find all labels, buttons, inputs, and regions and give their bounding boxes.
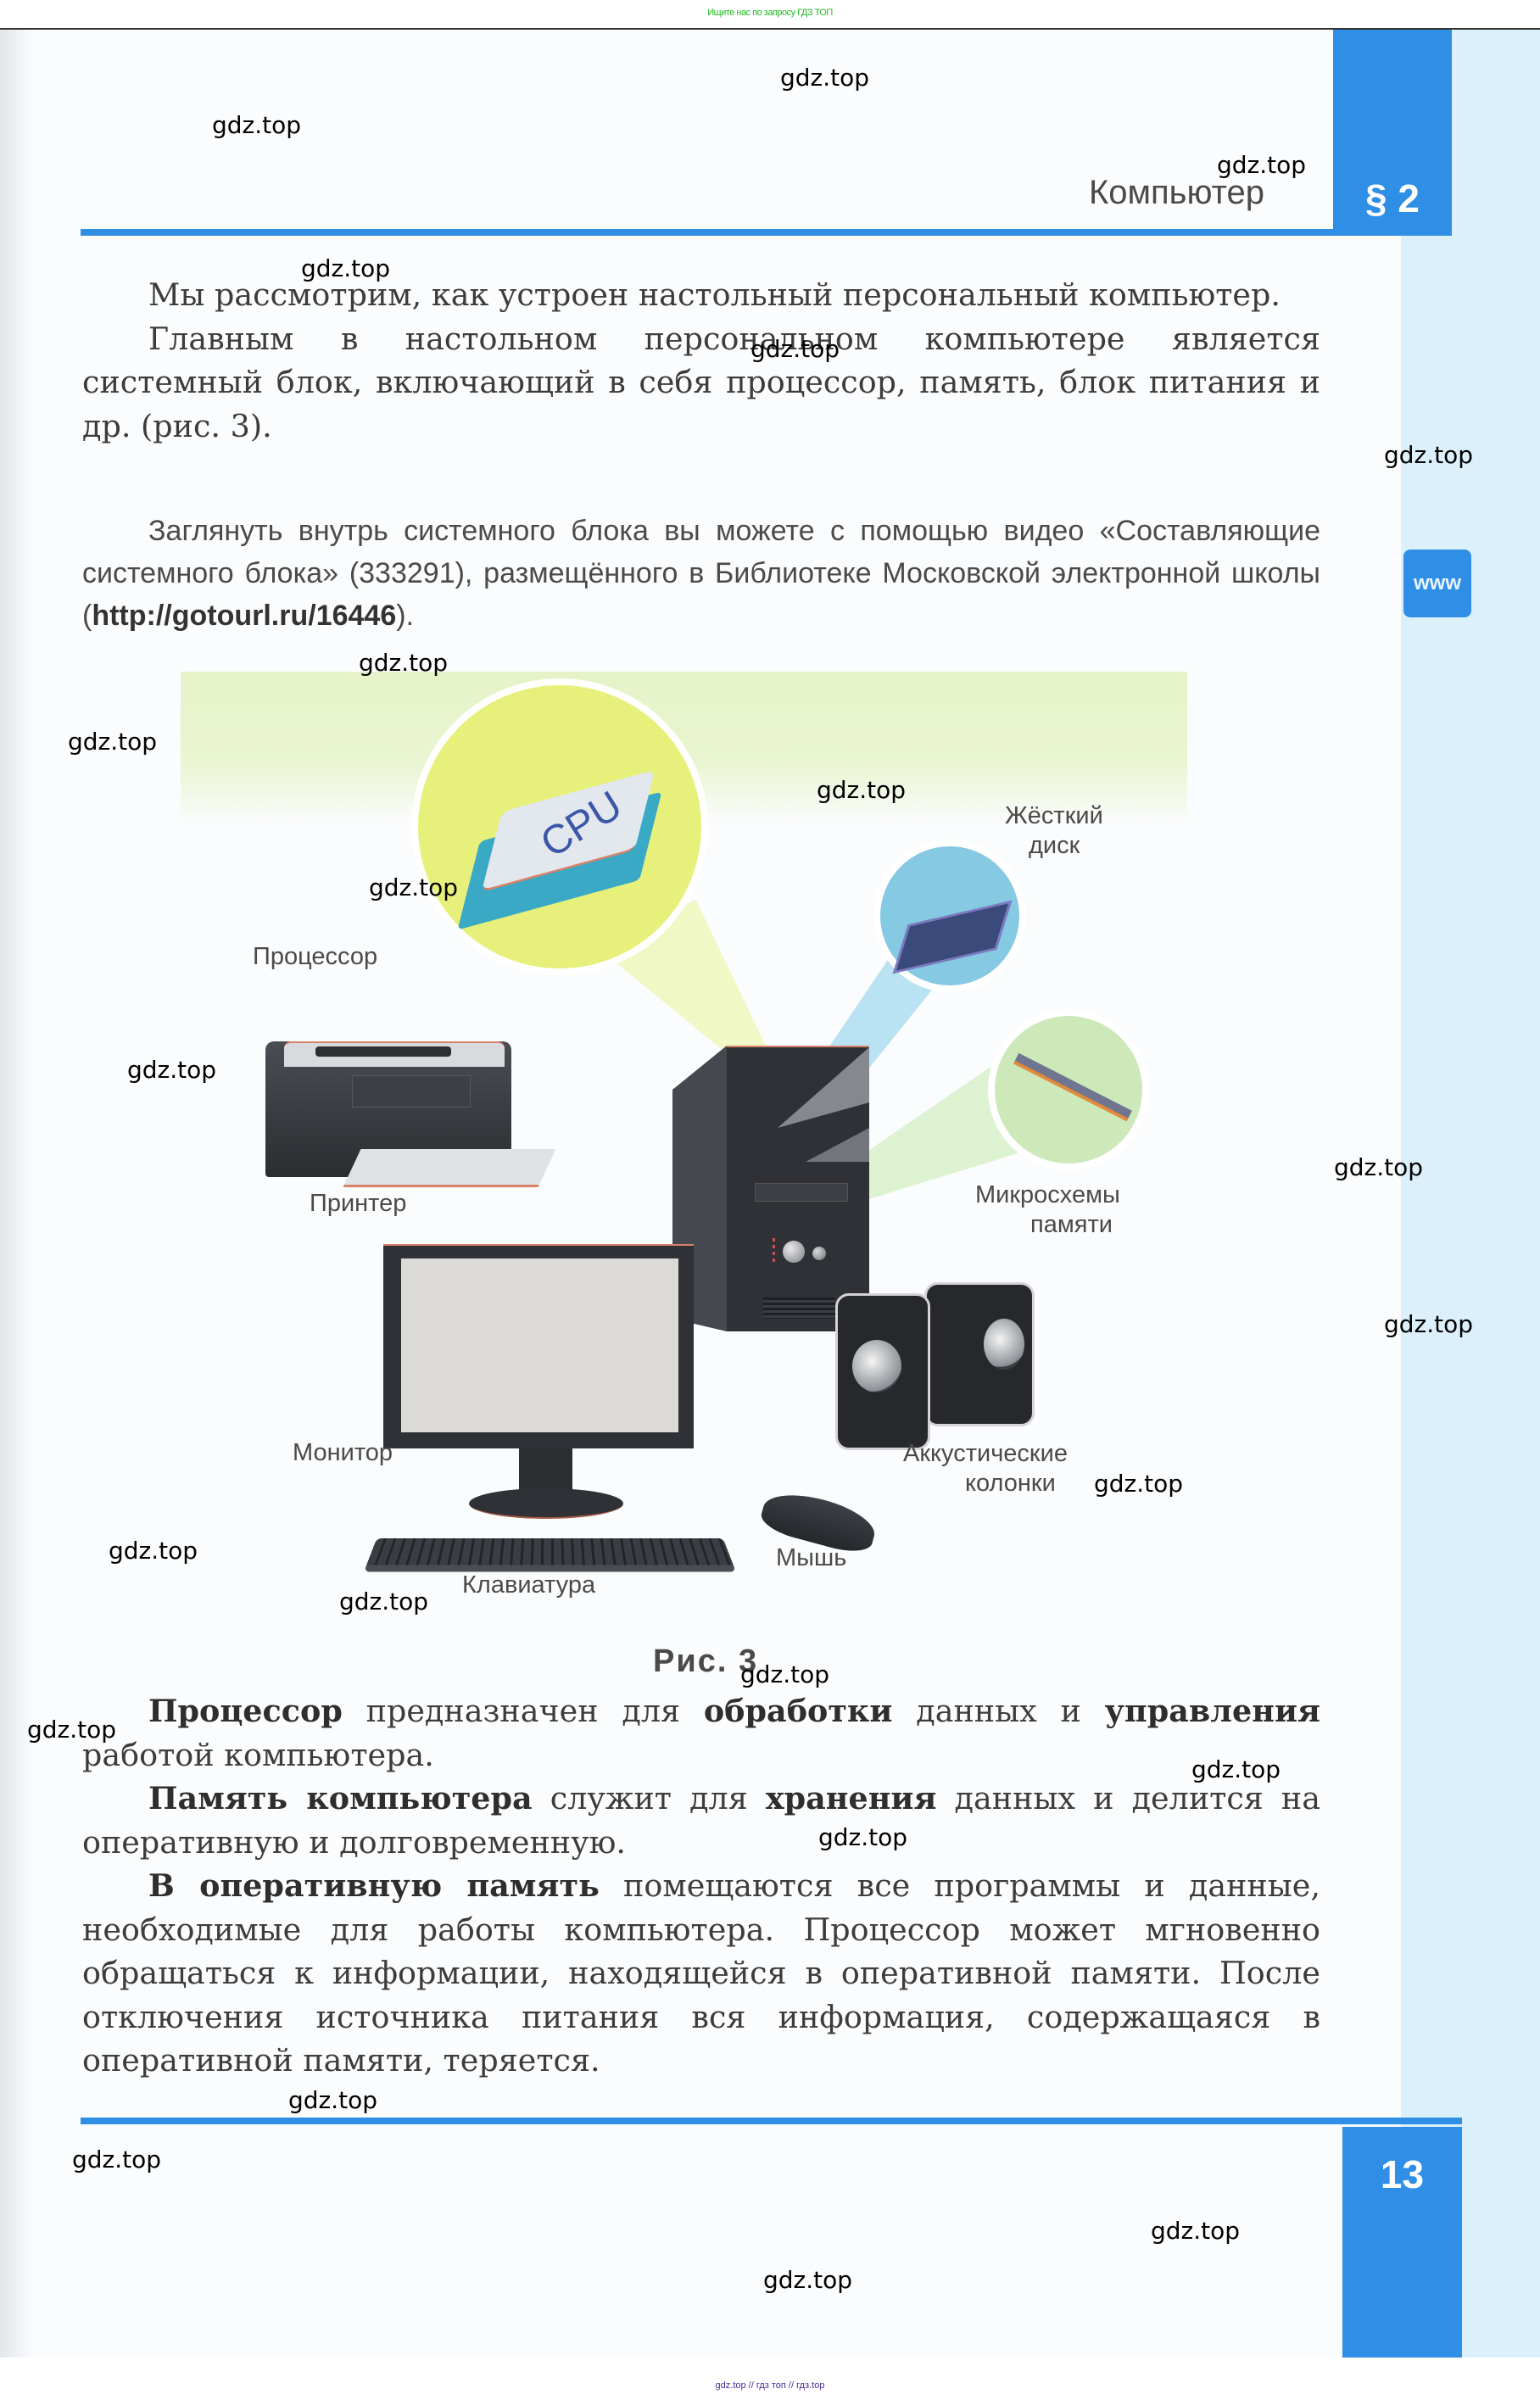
speaker-cone — [984, 1319, 1024, 1370]
watermark-text: gdz.top — [109, 1537, 198, 1565]
page-gutter-shadow — [0, 30, 34, 2358]
body-paragraph-memory: Память компьютера служит для хранения да… — [82, 1780, 1320, 1861]
label-keyboard: Клавиатура — [462, 1571, 596, 1599]
section-tab — [1333, 30, 1452, 236]
label-speakers-2: колонки — [965, 1470, 1056, 1497]
watermark-text: gdz.top — [780, 64, 870, 92]
watermark-text: gdz.top — [1151, 2217, 1241, 2245]
watermark-text: gdz.top — [369, 873, 459, 901]
watermark-text: gdz.top — [1094, 1470, 1184, 1498]
header-rule — [81, 229, 1452, 236]
keyboard-icon — [364, 1537, 736, 1572]
figure-caption: Рис. 3 — [653, 1643, 759, 1679]
monitor-screen — [401, 1258, 678, 1432]
watermark-text: gdz.top — [72, 2146, 162, 2174]
bottom-banner — [0, 2358, 1540, 2394]
body-paragraph-processor: Процессор предназначен для обработки дан… — [82, 1693, 1320, 1773]
watermark-text: gdz.top — [763, 2266, 853, 2294]
speaker-cone — [852, 1340, 901, 1392]
system-unit-side — [672, 1046, 869, 1331]
chapter-title: Компьютер — [1088, 174, 1264, 211]
watermark-text: gdz.top — [740, 1660, 830, 1688]
watermark-text: gdz.top — [817, 776, 907, 804]
top-banner: Ищите нас по запросу ГДЗ ТОП — [0, 0, 1540, 28]
watermark-text: gdz.top — [68, 728, 158, 756]
video-note: Заглянуть внутрь системного блока вы мож… — [82, 510, 1320, 637]
watermark-text: gdz.top — [818, 1823, 908, 1851]
bottom-banner-text: gdz.top // гдз топ // гдз.top — [715, 2380, 825, 2391]
watermark-text: gdz.top — [1384, 1310, 1474, 1338]
body-text: Процессор предназначен для обработки дан… — [82, 1689, 1320, 2083]
monitor-base — [469, 1488, 623, 1519]
label-cpu: Процессор — [253, 943, 378, 970]
page-number-tab — [1342, 2127, 1462, 2358]
watermark-text: gdz.top — [1384, 441, 1474, 469]
watermark-text: gdz.top — [339, 1588, 429, 1616]
watermark-text: gdz.top — [750, 335, 840, 363]
printer-door — [352, 1075, 471, 1108]
intro-text: Мы рассмотрим, как устроен настольный пе… — [82, 273, 1320, 448]
section-number: § 2 — [1365, 176, 1420, 220]
tower-vent — [763, 1297, 835, 1319]
watermark-text: gdz.top — [288, 2086, 378, 2114]
label-mouse: Мышь — [776, 1544, 847, 1571]
www-icon: www — [1403, 550, 1471, 617]
watermark-text: gdz.top — [1217, 151, 1307, 179]
footer-rule — [81, 2118, 1462, 2124]
body-paragraph-ram: В оперативную память помещаются все прог… — [82, 1867, 1320, 2079]
label-hdd-1: Жёсткий — [1005, 802, 1103, 829]
top-banner-text: Ищите нас по запросу ГДЗ ТОП — [707, 8, 833, 18]
power-button-icon — [783, 1241, 805, 1263]
textbook-page: § 2 Компьютер www Мы рассмотрим, как уст… — [0, 30, 1540, 2358]
intro-paragraph-1: Мы рассмотрим, как устроен настольный пе… — [148, 276, 1281, 313]
label-monitor: Монитор — [293, 1439, 393, 1466]
label-speakers-1: Аккустические — [903, 1440, 1068, 1467]
watermark-text: gdz.top — [212, 111, 302, 139]
printer-slot — [315, 1046, 451, 1057]
page-number: 13 — [1380, 2152, 1425, 2196]
watermark-text: gdz.top — [27, 1716, 117, 1744]
watermark-text: gdz.top — [1191, 1755, 1281, 1783]
watermark-text: gdz.top — [301, 254, 391, 282]
intro-paragraph-2: Главным в настольном персональном компью… — [82, 320, 1320, 444]
monitor-stand — [519, 1448, 572, 1491]
watermark-text: gdz.top — [127, 1056, 217, 1084]
speaker-right-icon — [924, 1282, 1035, 1426]
top-divider — [0, 28, 1540, 30]
label-hdd-2: диск — [1029, 832, 1080, 859]
drive-bay — [755, 1183, 848, 1202]
video-note-paragraph: Заглянуть внутрь системного блока вы мож… — [82, 515, 1320, 632]
label-ram-1: Микросхемы — [975, 1181, 1120, 1208]
label-printer: Принтер — [310, 1190, 407, 1217]
tower-leds — [773, 1238, 775, 1264]
label-ram-2: памяти — [1030, 1211, 1113, 1238]
watermark-text: gdz.top — [1334, 1153, 1424, 1181]
figure-3: CPU Процессор Жёсткий диск Принтер Микро… — [0, 30, 1540, 1696]
video-link[interactable]: http://gotourl.ru/16446 — [92, 600, 397, 632]
reset-button-icon — [812, 1247, 826, 1260]
right-margin-top — [1452, 30, 1540, 233]
watermark-text: gdz.top — [359, 649, 449, 677]
